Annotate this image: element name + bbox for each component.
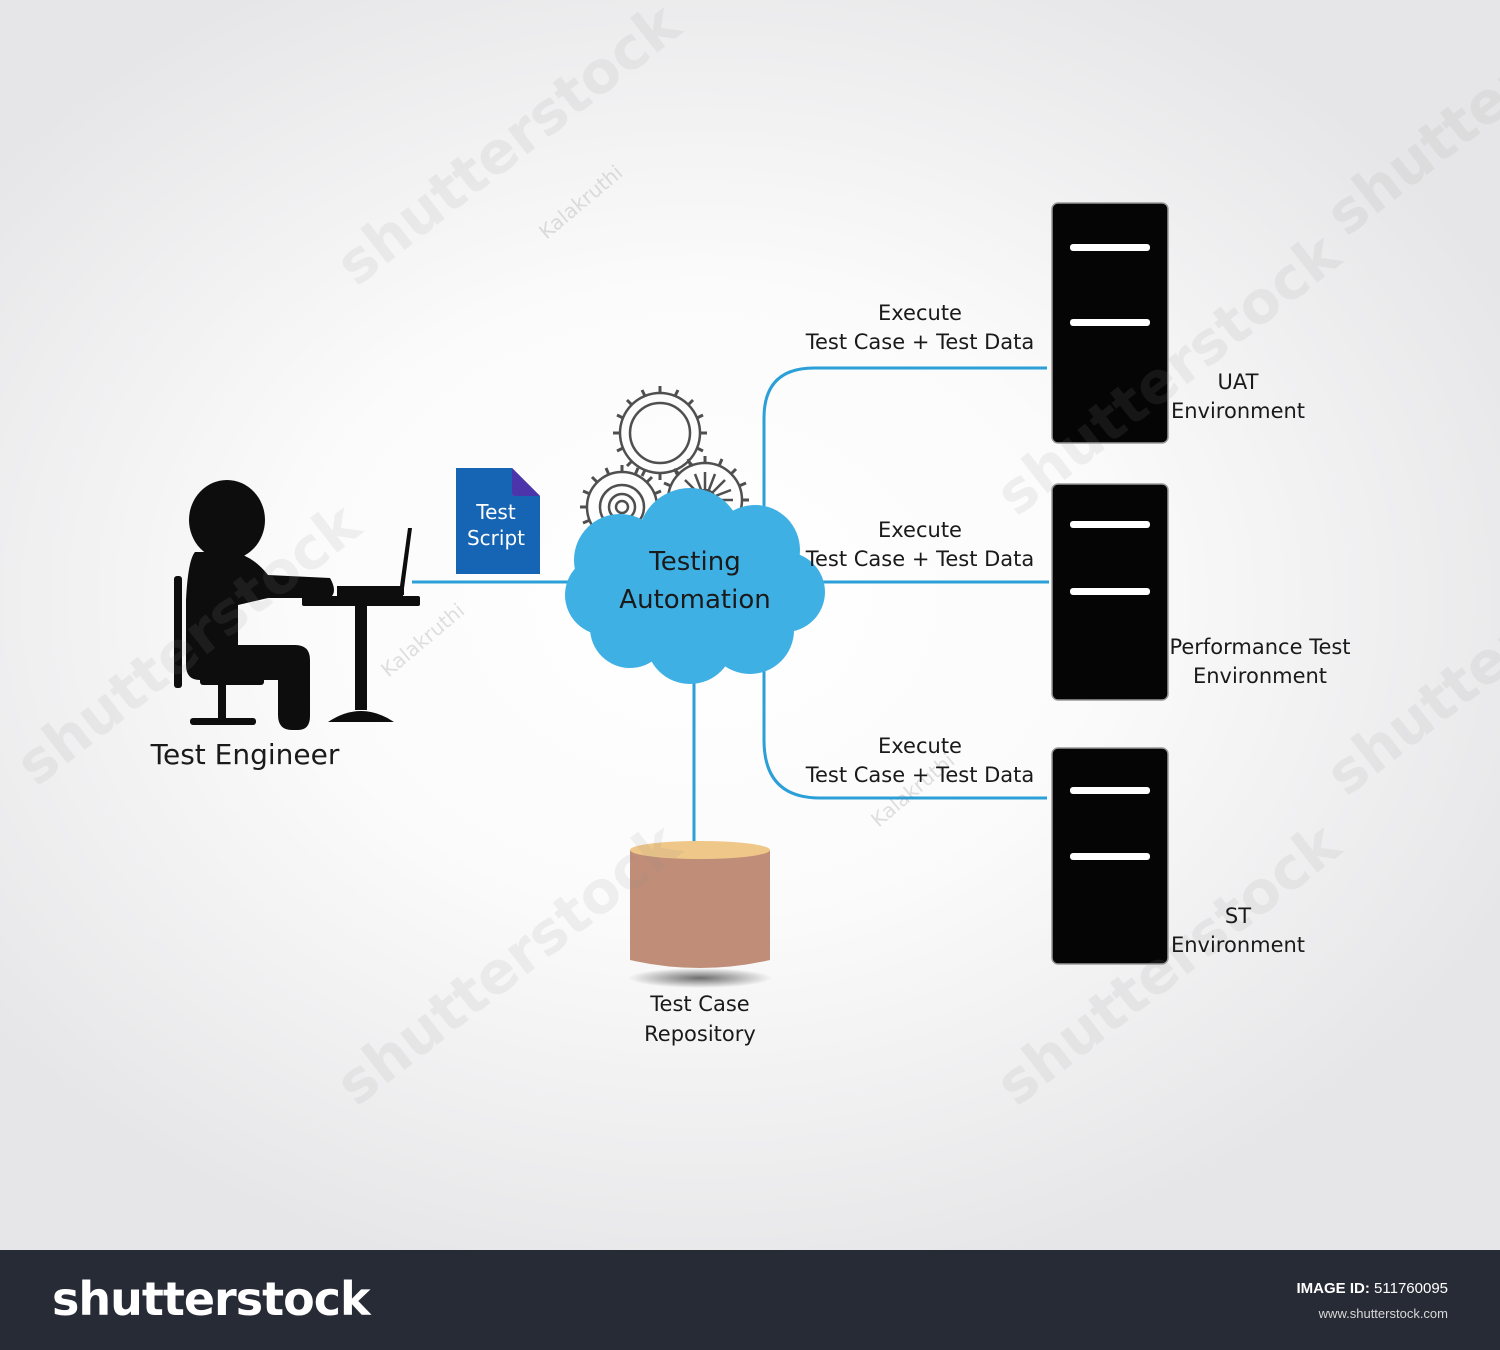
repository-icon — [628, 841, 772, 988]
edge-label-perf: Execute Test Case + Test Data — [805, 518, 1035, 571]
edge-label-st: Execute Test Case + Test Data — [805, 734, 1035, 787]
diagram-graphics — [174, 202, 1169, 988]
test-engineer-icon — [174, 480, 420, 730]
connector-cloud-to-uat — [762, 366, 1047, 520]
repository-label: Test Case Repository — [644, 992, 756, 1046]
testing-automation-label: Testing Automation — [619, 547, 771, 615]
connector-cloud-to-st — [762, 660, 1047, 800]
test-engineer-label: Test Engineer — [150, 738, 340, 771]
perf-env-label: Performance Test Environment — [1169, 635, 1351, 688]
uat-server-icon — [1051, 202, 1169, 444]
test-script-label: Test Script — [466, 500, 525, 550]
testing-automation-cloud — [565, 488, 825, 684]
image-id: IMAGE ID: 511760095 — [1296, 1280, 1448, 1297]
uat-env-label: UAT Environment — [1170, 370, 1306, 423]
site-url[interactable]: www.shutterstock.com — [1318, 1306, 1448, 1321]
st-env-label: ST Environment — [1170, 904, 1306, 957]
edge-label-uat: Execute Test Case + Test Data — [805, 301, 1035, 354]
test-script-icon — [456, 468, 540, 574]
footer-logo[interactable]: shutterstock — [52, 1272, 371, 1326]
connectors — [412, 366, 1049, 842]
diagram-canvas: shutterstock shutterstock shutterstock s… — [0, 0, 1500, 1250]
perf-server-icon — [1051, 483, 1169, 701]
footer-bar: shutterstock IMAGE ID: 511760095 www.shu… — [0, 1250, 1500, 1350]
st-server-icon — [1051, 747, 1169, 965]
